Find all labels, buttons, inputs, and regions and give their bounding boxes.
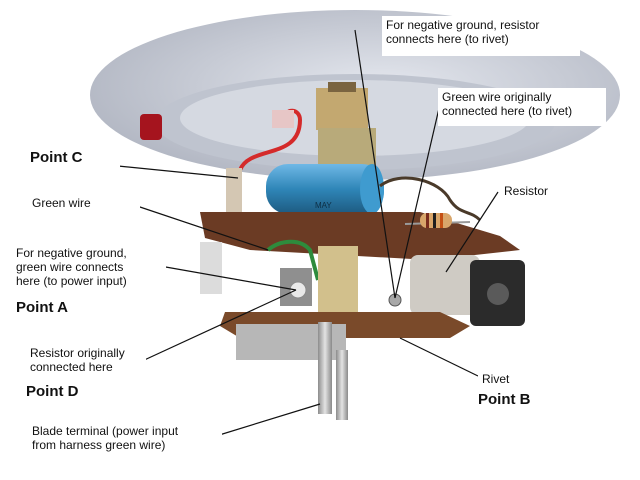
right-wires xyxy=(379,176,482,222)
point-a-terminal xyxy=(289,281,307,299)
label-resistor: Resistor xyxy=(500,182,620,210)
label-neg-ground-resistor: For negative ground, resistor connects h… xyxy=(382,16,580,56)
label-point-c: Point C xyxy=(26,146,120,192)
socket-housing xyxy=(410,255,525,326)
label-green-wire: Green wire xyxy=(28,194,140,228)
blade-terminal-part xyxy=(318,322,332,414)
label-point-b: Point B xyxy=(474,388,572,440)
label-rivet: Rivet xyxy=(478,370,548,390)
label-green-wire-original: Green wire originally connected here (to… xyxy=(438,88,606,126)
capacitor: MAY xyxy=(266,164,384,214)
label-neg-ground-green: For negative ground, green wire connects… xyxy=(12,244,166,298)
red-lamp xyxy=(140,114,162,140)
green-wire xyxy=(266,239,320,281)
brass-block xyxy=(318,246,358,316)
label-point-a: Point A xyxy=(12,296,90,324)
left-bracket xyxy=(200,242,222,294)
label-point-d: Point D xyxy=(22,380,130,414)
label-blade-terminal: Blade terminal (power input from harness… xyxy=(28,422,222,470)
blade-stub xyxy=(336,350,348,420)
svg-text:MAY: MAY xyxy=(315,201,332,210)
label-resistor-original: Resistor originally connected here xyxy=(26,344,146,382)
left-post xyxy=(226,168,242,216)
resistor-part xyxy=(404,213,471,228)
